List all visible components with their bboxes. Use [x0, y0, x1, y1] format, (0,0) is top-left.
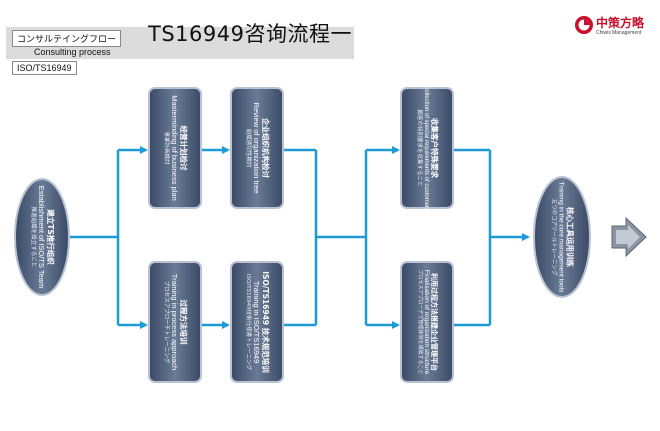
business-plan-en: Masterminding of business plan [170, 95, 180, 201]
company-logo: 中策方略 Chiwis Management [574, 13, 656, 41]
logo-name-cn: 中策方略 [596, 16, 645, 30]
start-node-en: Establishment of ISO/TS Team [37, 185, 47, 289]
standard-label: ISO/TS16949 [12, 61, 77, 75]
ts-training-title: ISO/TS16949 技术规范培训 [261, 271, 271, 373]
org-structure-node: 利用过程方法搭建企业管理平台 Finalisation of organizat… [401, 262, 453, 382]
logo-mark-icon [575, 16, 593, 34]
customer-req-node: 收集客户特殊要求 Collection of special requireme… [401, 84, 453, 212]
process-training-title: 过程方法培训 [179, 299, 189, 345]
process-training-shape [148, 261, 202, 383]
jp-label: コンサルテイングフロー [12, 30, 122, 47]
business-plan-shape [148, 87, 202, 209]
header-bar-mid [6, 45, 354, 59]
start-node: 建立TS推行组织 Establishment of ISO/TS Team 推進… [15, 179, 69, 295]
org-review-node: 企业组织机构检讨 Review of organization tree 組織適… [231, 88, 283, 208]
page-title: TS16949咨询流程一 [148, 22, 352, 46]
process-training-node: 过程方法培训 Training in process approach プロセス… [149, 262, 201, 382]
en-label: Consulting process [34, 47, 111, 57]
org-structure-title: 利用过程方法搭建企业管理平台 [429, 272, 438, 371]
ts-training-node: ISO/TS16949 技术规范培训 Training in ISO/TS169… [231, 262, 283, 382]
business-plan-node: 经营计划检讨 Masterminding of business plan 事業… [149, 88, 201, 208]
core-tools-shape [533, 176, 591, 298]
customer-req-title: 收集客户特殊要求 [430, 118, 440, 178]
process-training-jp: プロセスアプローチトレーニング [163, 280, 170, 364]
next-arrow-icon [611, 216, 647, 258]
ts-training-jp: ISO/TS16949技術仕様書トレーニング [245, 273, 252, 371]
org-review-en: Review of organization tree [252, 102, 262, 194]
start-node-shape [14, 178, 70, 296]
customer-req-shape [400, 87, 454, 209]
process-training-en: Training in process approach [170, 273, 180, 371]
org-review-shape [230, 87, 284, 209]
start-node-title: 建立TS推行组织 [46, 209, 56, 265]
core-tools-node: 核心工具运用训练 Training in the core management… [534, 177, 590, 297]
org-structure-jp: プロセスアプローチで管理体制を構築すること [416, 269, 423, 375]
org-review-title: 企业组织机构检讨 [261, 117, 271, 178]
logo-name-en: Chiwis Management [596, 30, 642, 36]
customer-req-en: Collection of special requirements of cu… [423, 84, 430, 212]
org-structure-shape [400, 261, 454, 383]
core-tools-en: Training in the core management tools [557, 181, 565, 293]
core-tools-title: 核心工具运用训练 [565, 207, 575, 267]
ts-training-en: Training in ISO/TS16949 [252, 280, 262, 364]
org-structure-en: Finalisation of organization structure [422, 269, 430, 375]
business-plan-title: 经营计划检讨 [179, 125, 189, 171]
ts-training-shape [230, 261, 284, 383]
